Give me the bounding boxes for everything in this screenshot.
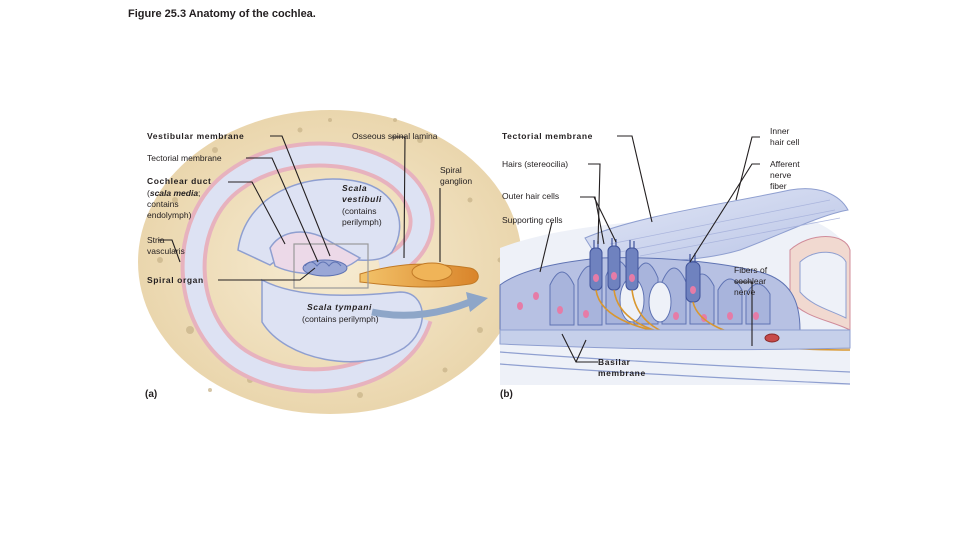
label-afferent-line2: nerve [770, 170, 792, 180]
label-tectorial-membrane-a: Tectorial membrane [147, 153, 222, 163]
label-cochlear-duct-line3: contains [147, 199, 179, 209]
label-scala-vestibuli-line4: perilymph) [342, 217, 382, 227]
cochlear-duct-semicolon: ; [198, 188, 201, 198]
label-scala-vestibuli-line1: Scala [342, 183, 368, 193]
cochlear-duct-paren: ( [147, 188, 150, 198]
outer-hair-cells-b [589, 245, 639, 291]
cochlear-duct-scala-media: scala media [149, 188, 199, 198]
magnify-arrow [371, 298, 472, 319]
figure-title: Figure 25.3 Anatomy of the cochlea. [128, 8, 316, 20]
panel-b-letter: (b) [500, 389, 513, 400]
label-stria-vascularis-line1: Stria [147, 235, 165, 245]
label-outer-hair-cells: Outer hair cells [502, 191, 560, 201]
label-cochlear-duct-line4: endolymph) [147, 210, 192, 220]
label-scala-vestibuli-line3: (contains [342, 206, 377, 216]
nuclei [517, 272, 759, 322]
label-spiral-ganglion-line2: ganglion [440, 176, 473, 186]
panel-a-letter: (a) [145, 389, 158, 400]
label-hairs-stereocilia: Hairs (stereocilia) [502, 159, 569, 169]
label-spiral-organ: Spiral organ [147, 275, 204, 285]
label-fibers-line2: cochlear [734, 276, 767, 286]
label-scala-tympani-line2: (contains perilymph) [302, 314, 379, 324]
label-stria-vascularis-line2: vascularis [147, 246, 185, 256]
label-inner-hair-cell-line1: Inner [770, 126, 790, 136]
spiral-organ-small [302, 259, 348, 277]
bone-pores [157, 118, 503, 398]
magnify-box [293, 243, 369, 289]
label-osseous-spinal-lamina: Osseous spinal lamina [352, 131, 438, 141]
label-cochlear-duct-line1: Cochlear duct [147, 176, 212, 186]
label-spiral-ganglion-line1: Spiral [440, 165, 462, 175]
panel-b-art [499, 188, 851, 385]
basilar-membrane-b [499, 329, 851, 351]
label-basilar-line1: Basilar [598, 357, 631, 367]
label-cochlear-duct-line2: (scala media; [147, 188, 200, 199]
leader-lines [158, 135, 760, 363]
inner-hair-cell-b [685, 261, 701, 303]
label-basilar-line2: membrane [598, 368, 646, 378]
label-tectorial-membrane-b: Tectorial membrane [502, 131, 593, 141]
spiral-ganglion [411, 262, 453, 282]
label-vestibular-membrane: Vestibular membrane [147, 131, 245, 141]
label-scala-tympani-line1: Scala tympani [307, 302, 372, 312]
scala-tympani [261, 278, 423, 363]
label-fibers-line1: Fibers of [734, 265, 768, 275]
panel-a-art [138, 110, 522, 414]
label-scala-vestibuli-line2: vestibuli [342, 194, 382, 204]
label-fibers-line3: nerve [734, 287, 756, 297]
label-afferent-line3: fiber [770, 181, 787, 191]
tectorial-membrane-b [584, 188, 849, 263]
label-afferent-line1: Afferent [770, 159, 800, 169]
label-supporting-cells: Supporting cells [502, 215, 563, 225]
label-inner-hair-cell-line2: hair cell [770, 137, 800, 147]
